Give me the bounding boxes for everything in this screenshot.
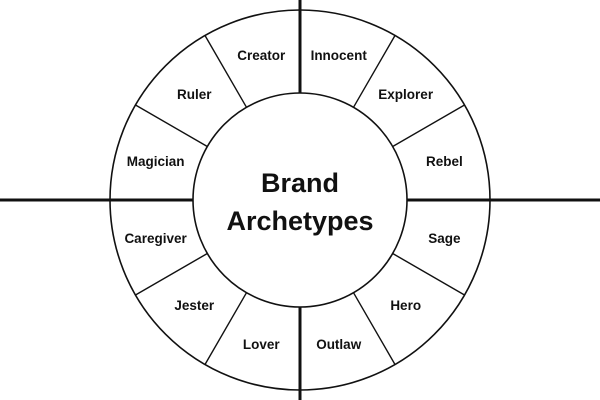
segment-label-creator: Creator bbox=[237, 48, 286, 63]
segment-divider bbox=[204, 35, 248, 108]
segment-divider bbox=[135, 252, 208, 296]
segment-label-explorer: Explorer bbox=[378, 87, 434, 102]
center-title-line-1: Brand bbox=[261, 168, 339, 198]
segment-label-magician: Magician bbox=[127, 154, 185, 169]
segment-label-hero: Hero bbox=[390, 298, 421, 313]
segment-divider bbox=[352, 292, 396, 365]
segment-labels: Innocent Explorer Rebel Sage Hero Outlaw… bbox=[124, 48, 462, 352]
inner-ring bbox=[192, 92, 408, 308]
segment-label-outlaw: Outlaw bbox=[316, 337, 362, 352]
segment-label-caregiver: Caregiver bbox=[124, 231, 187, 246]
center-title-line-2: Archetypes bbox=[226, 206, 373, 236]
segment-label-sage: Sage bbox=[428, 231, 461, 246]
segment-divider bbox=[392, 104, 465, 148]
segment-divider bbox=[135, 104, 208, 148]
segment-label-jester: Jester bbox=[174, 298, 215, 313]
segment-divider bbox=[392, 252, 465, 296]
segment-divider bbox=[204, 292, 248, 365]
segment-label-ruler: Ruler bbox=[177, 87, 212, 102]
segment-label-lover: Lover bbox=[243, 337, 281, 352]
segment-label-innocent: Innocent bbox=[311, 48, 368, 63]
segment-dividers bbox=[135, 35, 465, 365]
segment-label-rebel: Rebel bbox=[426, 154, 463, 169]
segment-divider bbox=[352, 35, 396, 108]
